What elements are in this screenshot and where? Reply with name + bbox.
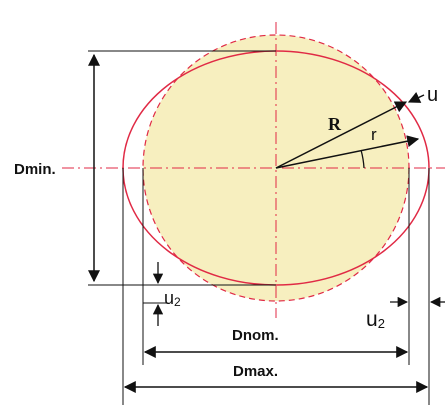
dmax-label: Dmax. bbox=[233, 363, 278, 380]
u2-right-subscript: 2 bbox=[378, 316, 385, 331]
radius-small-arrow bbox=[275, 135, 420, 169]
angle-arc bbox=[360, 149, 365, 169]
radius-big-arrow bbox=[275, 101, 408, 169]
radius-small-label: r bbox=[371, 125, 377, 144]
u2-right-label: u2 bbox=[366, 308, 385, 331]
u2-right-main: u bbox=[366, 308, 378, 331]
u2-left-label: u2 bbox=[164, 288, 181, 309]
dnom-label: Dnom. bbox=[232, 327, 279, 344]
radius-big-label: R bbox=[328, 114, 342, 134]
dmin-label: Dmin. bbox=[14, 161, 56, 178]
u-label: u bbox=[427, 84, 438, 106]
u-arrow bbox=[407, 91, 425, 103]
u2-left-main: u bbox=[164, 288, 174, 308]
u2-left-subscript: 2 bbox=[174, 295, 181, 309]
